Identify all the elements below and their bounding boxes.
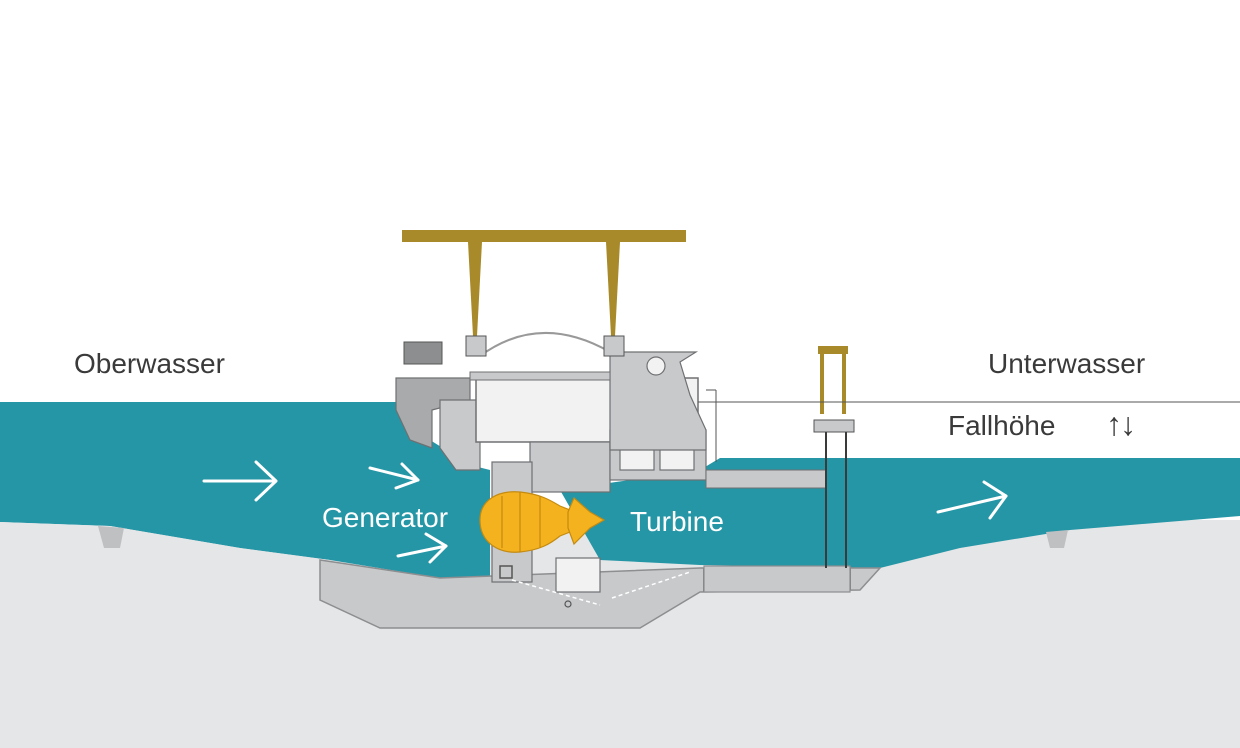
cable-arc: [479, 331, 611, 357]
crane-foot-left: [465, 335, 487, 357]
hoist-drum: [646, 356, 666, 376]
upstream-sill: [98, 526, 124, 548]
flow-arrow-icon: [396, 532, 448, 564]
tailrace-gate-channel: [705, 469, 827, 489]
crane-leg-left: [468, 242, 482, 336]
turbine-label: Turbine: [630, 506, 724, 537]
turbine-pit: [555, 557, 601, 593]
pit-sensor: [499, 565, 513, 579]
gate-crane-base: [813, 419, 855, 433]
downstream-sill: [1046, 530, 1068, 548]
upstream-riverbed: [0, 522, 330, 600]
gate-crane-leg-right: [842, 354, 846, 414]
up-down-arrow-icon: ↑↓: [1106, 406, 1136, 442]
gate-crane-leg-left: [820, 354, 824, 414]
flow-arrow-icon: [936, 480, 1008, 520]
drain-point: [564, 600, 572, 608]
crane-beam: [402, 230, 686, 242]
intake-wall: [395, 377, 471, 449]
roof-rail: [469, 371, 611, 381]
flow-arrow-icon: [368, 462, 420, 490]
intake-pier: [439, 399, 481, 471]
dashed-line-1: [511, 579, 601, 606]
gate-block: [403, 341, 443, 365]
upstream-water: [0, 402, 490, 578]
upstream-label: Oberwasser: [74, 348, 225, 379]
tailrace-wall: [703, 565, 851, 593]
generator-label: Generator: [322, 502, 449, 533]
powerhouse-lower: [529, 441, 611, 493]
gate-crane-top: [818, 346, 848, 354]
turbine-runner: [567, 497, 606, 546]
flow-arrow-icon: [202, 460, 278, 502]
downstream-label: Unterwasser: [988, 348, 1146, 379]
crane-leg-right: [606, 242, 620, 336]
crane-foot-right: [603, 335, 625, 357]
head-label: Fallhöhe: [948, 410, 1056, 441]
downstream-roof: [609, 351, 707, 451]
